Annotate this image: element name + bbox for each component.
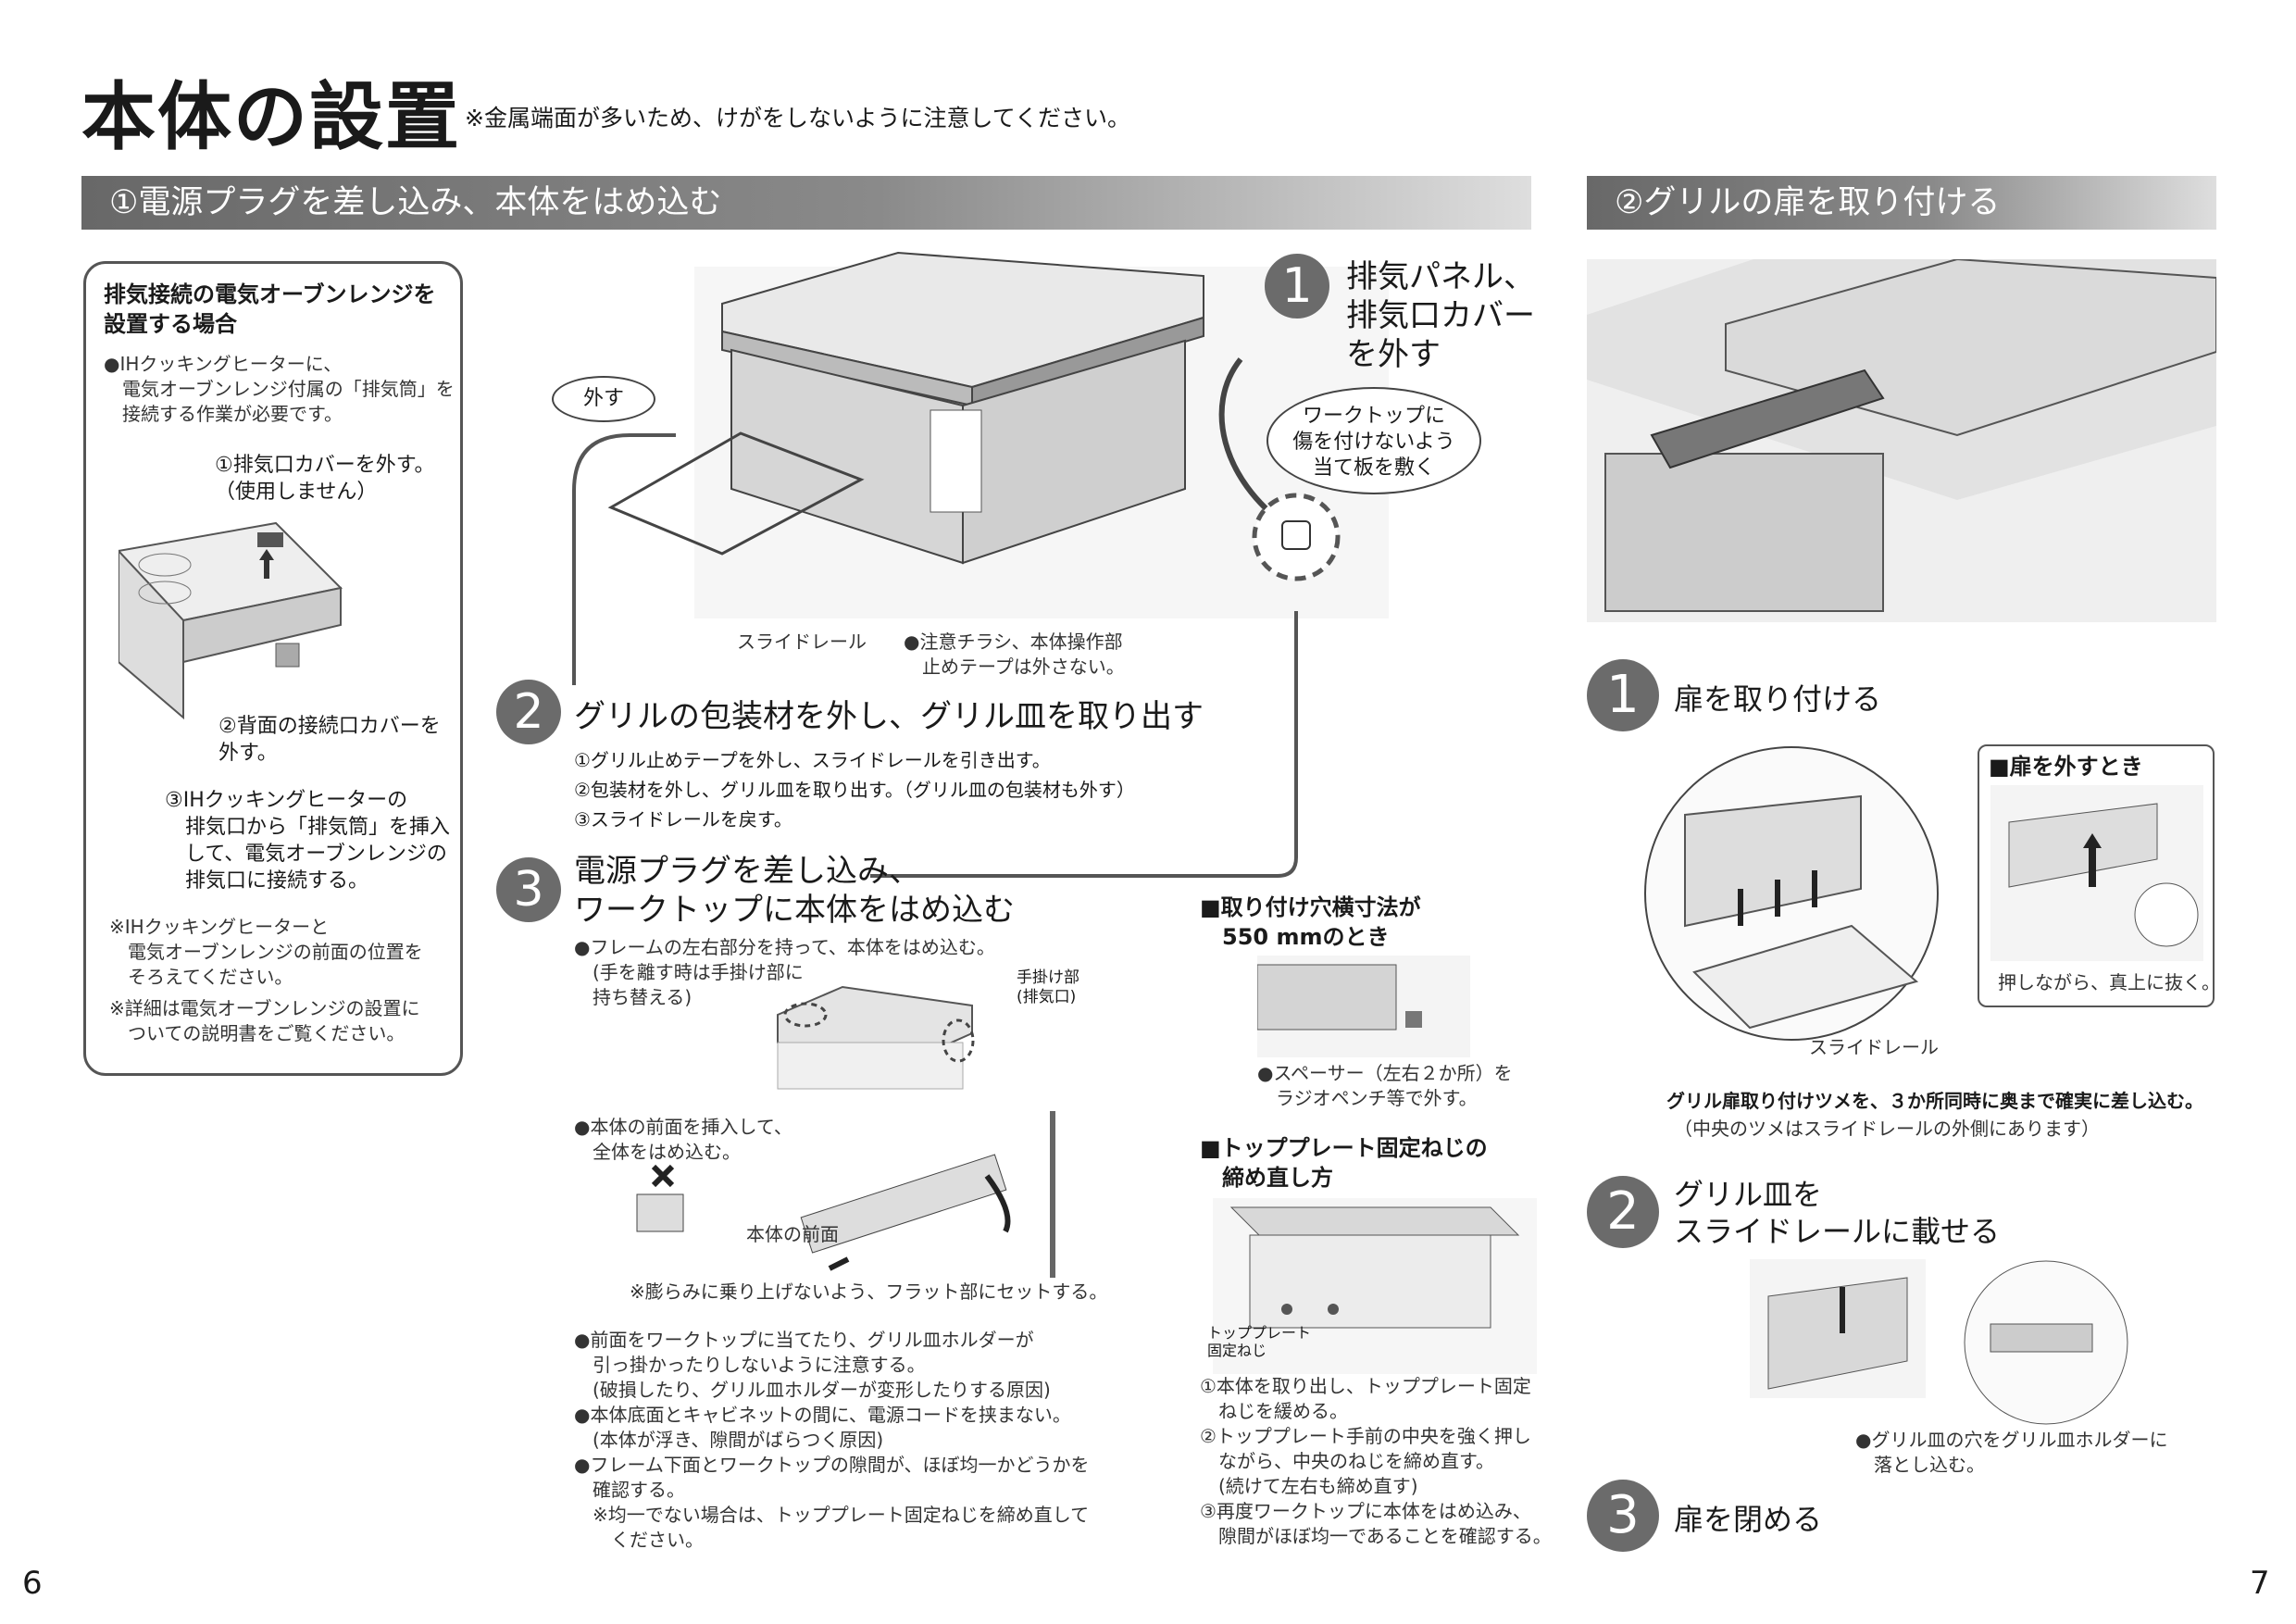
slide-rail-label: スライドレール (737, 631, 867, 653)
insert-front-illustration (636, 1111, 1055, 1278)
step2-item-3: ③スライドレールを戻す。 (574, 808, 792, 831)
attach-note: （中央のツメはスライドレールの外側にあります） (1674, 1118, 2100, 1140)
sidebar-step1: ①排気口カバーを外す。 （使用しません） (215, 454, 435, 504)
screw-box-title: ■トッププレート固定ねじの 締め直し方 (1200, 1135, 1488, 1191)
handle-illustration (777, 985, 975, 1090)
s2-step2-text: グリル皿を スライドレールに載せる (1674, 1177, 2001, 1249)
step2-item-1: ①グリル止めテープを外し、スライドレールを引き出す。 (574, 749, 1051, 771)
step1-number: 1 (1265, 254, 1329, 319)
remove-callout: 外す (552, 376, 655, 422)
s2-step2-number: 2 (1587, 1176, 1659, 1248)
protect-board-callout: ワークトップに 傷を付けないよう 当て板を敷く (1267, 387, 1481, 494)
grill-tray-illustration (1750, 1259, 2128, 1425)
attach-door-illustration (1644, 746, 1939, 1041)
attach-instruction: グリル扉取り付けツメを、３か所同時に奥まで確実に差し込む。 (1666, 1090, 2203, 1112)
sidebar-note2: ※詳細は電気オーブンレンジの設置に ついての説明書をご覧ください。 (109, 997, 420, 1044)
screw-illustration (1213, 1198, 1537, 1374)
step2-number: 2 (496, 680, 561, 744)
screw-label: トッププレート 固定ねじ (1207, 1324, 1312, 1359)
step1-text: 排気パネル、 排気口カバー を外す (1346, 258, 1535, 373)
handle-label: 手掛け部 (排気口) (1017, 968, 1079, 1006)
s2-step1-number: 1 (1587, 659, 1659, 731)
sidebar-illustration (119, 521, 343, 720)
caution-tape-label: ●注意チラシ、本体操作部 止めテープは外さない。 (904, 631, 1125, 678)
s2-step2-note: ●グリル皿の穴をグリル皿ホルダーに 落とし込む。 (1855, 1429, 2168, 1476)
s2-slide-rail-label: スライドレール (1809, 1036, 1939, 1058)
sidebar-note1: ※IHクッキングヒーターと 電気オーブンレンジの前面の位置を そろえてください。 (109, 916, 423, 988)
step-connector-lines (572, 433, 1298, 878)
main-installation-illustration (607, 251, 1389, 618)
step3-number: 3 (496, 857, 561, 922)
s2-step3-number: 3 (1587, 1480, 1659, 1552)
step3-bullet1: ●フレームの左右部分を持って、本体をはめ込む。 (手を離す時は手掛け部に 持ち替… (574, 936, 995, 1008)
grill-door-illustration (1587, 259, 2216, 622)
s2-step3-text: 扉を閉める (1674, 1502, 1823, 1537)
box550-text: ●スペーサー（左右２か所）を ラジオペンチ等で外す。 (1257, 1062, 1513, 1109)
spacer-illustration (1257, 956, 1470, 1057)
page-number-right: 7 (2250, 1565, 2270, 1602)
page-title: 本体の設置 (81, 74, 461, 160)
step2-item-2: ②包装材を外し、グリル皿を取り出す。（グリル皿の包装材も外す） (574, 779, 1135, 801)
sidebar-bullet: ●IHクッキングヒーターに、 電気オーブンレンジ付属の「排気筒」を 接続する作業… (104, 353, 455, 425)
remove-door-title: ■扉を外すとき (1989, 754, 2143, 780)
step3-notes: ●前面をワークトップに当てたり、グリル皿ホルダーが 引っ掛かったりしないように注… (574, 1329, 1090, 1551)
section1-header: ①電源プラグを差し込み、本体をはめ込む (81, 176, 1531, 230)
front-label: 本体の前面 (746, 1223, 839, 1245)
remove-door-illustration (1990, 785, 2203, 961)
page-number-left: 6 (22, 1565, 43, 1602)
s2-step1-text: 扉を取り付ける (1674, 681, 1882, 717)
remove-door-box (1978, 744, 2215, 1007)
box550-title: ■取り付け穴横寸法が 550 mmのとき (1200, 894, 1421, 950)
remove-door-text: 押しながら、真上に抜く。 (1998, 971, 2220, 993)
section2-header: ②グリルの扉を取り付ける (1587, 176, 2216, 230)
screw-steps: ①本体を取り出し、トッププレート固定 ねじを緩める。 ②トッププレート手前の中央… (1200, 1375, 1552, 1547)
caution-note: ※金属端面が多いため、けがをしないように注意してください。 (465, 105, 1130, 131)
step2-text: グリルの包装材を外し、グリル皿を取り出す (574, 698, 1204, 735)
sidebar-step2: ②背面の接続口カバーを 外す。 (218, 715, 441, 765)
step3-text: 電源プラグを差し込み、 ワークトップに本体をはめ込む (574, 853, 1015, 929)
sidebar-step3: ③IHクッキングヒーターの 排気口から「排気筒」を挿入 して、電気オーブンレンジ… (165, 789, 451, 893)
flat-note: ※膨らみに乗り上げないよう、フラット部にセットする。 (630, 1280, 1108, 1303)
sidebar-heading: 排気接続の電気オーブンレンジを 設置する場合 (104, 281, 436, 337)
step3-bullet2: ●本体の前面を挿入して、 全体をはめ込む。 (574, 1116, 792, 1163)
